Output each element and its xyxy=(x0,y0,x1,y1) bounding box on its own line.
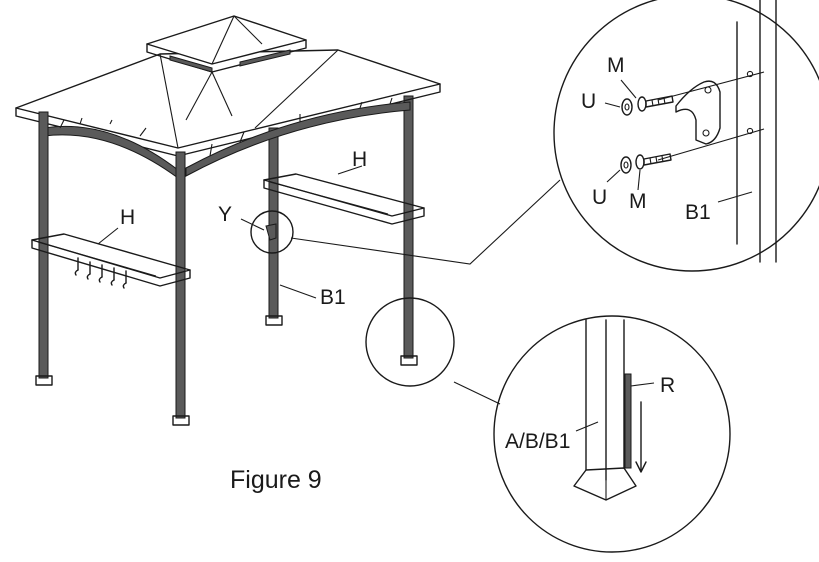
shelf-bracket-icon xyxy=(675,80,721,145)
label-shelf-right: H xyxy=(352,148,367,171)
bracket-detail xyxy=(553,0,819,272)
front-left-post xyxy=(35,111,53,386)
label-foot-r: R xyxy=(660,374,675,397)
label-washer-bottom: U xyxy=(592,186,607,209)
bracket-callout-circle xyxy=(250,210,294,254)
label-detail-b1: B1 xyxy=(685,201,711,224)
back-left-post xyxy=(265,127,283,326)
label-post-b1: B1 xyxy=(320,286,346,309)
label-washer-top: U xyxy=(581,90,596,113)
post-foot-icon xyxy=(573,467,637,501)
washer-bottom xyxy=(620,156,632,174)
foot-part-r xyxy=(624,373,632,469)
label-screw-bottom: M xyxy=(629,190,647,213)
screw-bottom xyxy=(635,153,672,170)
right-shelf xyxy=(263,173,425,225)
front-middle-post xyxy=(172,151,190,426)
gazebo-illustration xyxy=(15,15,561,426)
back-right-post xyxy=(400,95,418,366)
shelf-bracket-icon xyxy=(265,223,277,241)
screw-top xyxy=(637,95,674,112)
label-screw-top: M xyxy=(607,54,625,77)
figure-caption: Figure 9 xyxy=(230,466,322,494)
foot-detail xyxy=(365,297,731,553)
label-shelf-left: H xyxy=(120,206,135,229)
label-foot-post: A/B/B1 xyxy=(505,430,570,453)
label-bracket-y: Y xyxy=(218,203,232,226)
lower-roof xyxy=(15,49,441,149)
washer-top xyxy=(621,98,633,116)
left-shelf xyxy=(31,233,191,289)
